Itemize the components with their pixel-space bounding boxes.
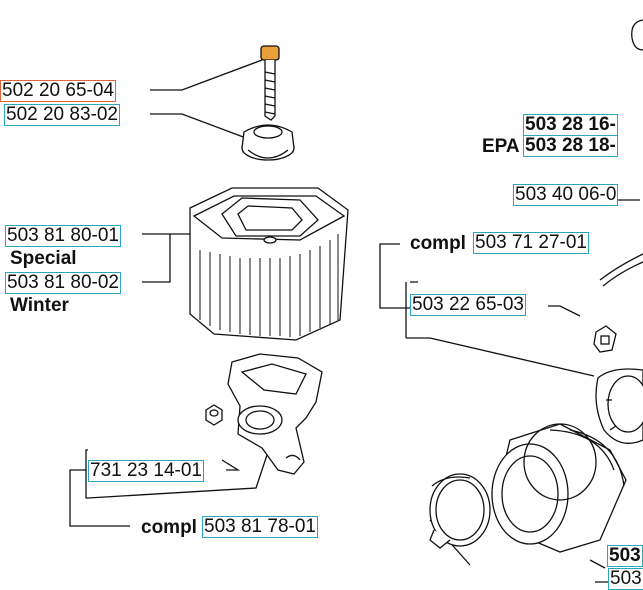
hose-part — [599, 253, 643, 287]
clip-part — [593, 325, 617, 353]
part-number-bottom-right-2[interactable]: 503 — [608, 568, 643, 590]
filter-pleats — [199, 234, 339, 337]
part-number-bolt[interactable]: 502 20 65-04 — [0, 80, 116, 102]
part-number-filter-winter[interactable]: 503 81 80-02 — [5, 272, 121, 294]
special-label: Special — [10, 248, 77, 269]
bracket-filter — [142, 233, 190, 283]
nut-part — [205, 404, 223, 426]
clamp-part — [429, 473, 491, 549]
part-number-housing[interactable]: 503 81 78-01 — [202, 516, 318, 538]
housing-part — [227, 353, 323, 475]
winter-label: Winter — [10, 295, 69, 316]
compl-label-boot: compl — [410, 233, 466, 254]
leader-cap — [150, 113, 247, 139]
part-number-boot-compl[interactable]: 503 71 27-01 — [473, 232, 589, 254]
air-filter-part — [189, 187, 349, 341]
part-number-filter-special[interactable]: 503 81 80-01 — [5, 225, 121, 247]
part-number-bottom-right-1[interactable]: 503 — [607, 545, 643, 567]
bolt-part — [260, 45, 280, 121]
part-number-hose[interactable]: 503 40 06-0 — [513, 184, 619, 206]
bracket-boot — [379, 243, 595, 377]
flange-part — [595, 368, 643, 444]
part-number-epa-top[interactable]: 503 28 16- — [523, 114, 618, 136]
part-number-epa-bottom[interactable]: 503 28 18- — [523, 135, 618, 157]
part-number-cap[interactable]: 502 20 83-02 — [4, 104, 120, 126]
part-number-boot[interactable]: 503 22 65-03 — [410, 294, 526, 316]
leader-bolt — [150, 59, 263, 91]
cap-part — [241, 124, 295, 161]
epa-label: EPA — [482, 136, 520, 157]
compl-label-housing: compl — [141, 517, 197, 538]
partial-part-top-right — [631, 19, 643, 51]
bracket-housing — [69, 449, 269, 527]
intake-boot-part — [491, 423, 627, 553]
part-number-nut[interactable]: 731 23 14-01 — [88, 460, 204, 482]
